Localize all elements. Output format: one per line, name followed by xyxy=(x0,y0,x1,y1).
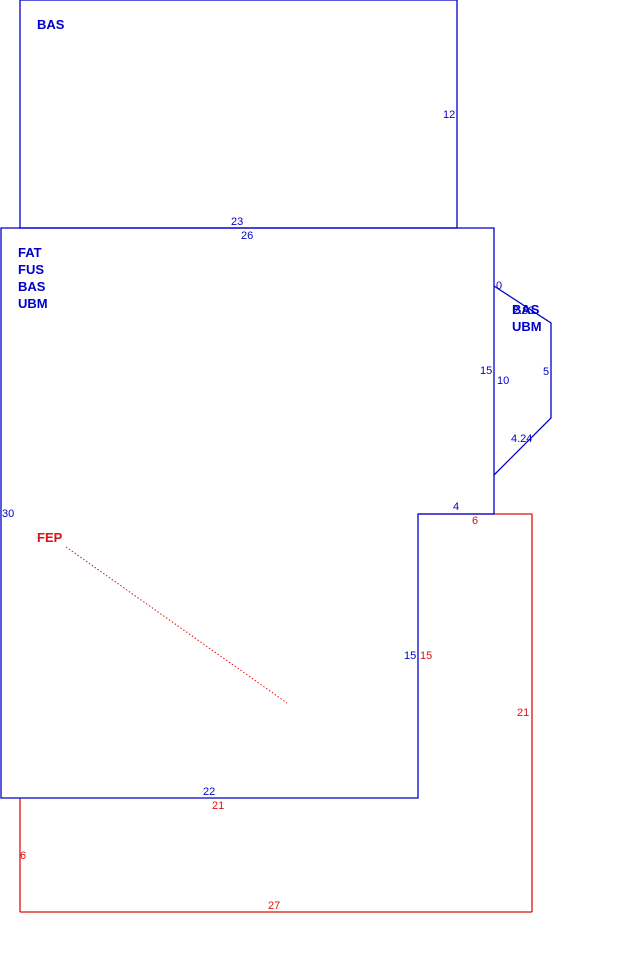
dim-bay-right: 5 xyxy=(543,366,549,378)
main-area-outline xyxy=(0,227,495,799)
bay-area-outline xyxy=(493,285,552,476)
dim-bay-zero: 0 xyxy=(496,280,502,292)
porch-diagonal-marker xyxy=(65,546,288,704)
dim-main-top: 26 xyxy=(241,230,253,242)
main-area-code-2: FUS xyxy=(18,262,44,277)
dim-upper-right: 12 xyxy=(443,109,455,121)
porch-outline xyxy=(19,513,533,913)
bay-area-code-2: UBM xyxy=(512,319,542,334)
dim-main-left: 30 xyxy=(2,508,14,520)
dim-porch-left-lower: 6 xyxy=(20,850,26,862)
dim-bay-inner: 10 xyxy=(497,375,509,387)
main-area-code-3: BAS xyxy=(18,279,46,294)
dim-step-top: 4 xyxy=(453,501,459,513)
porch-area-code: FEP xyxy=(37,530,63,545)
dim-porch-top: 6 xyxy=(472,515,478,527)
dim-main-bottom: 22 xyxy=(203,786,215,798)
main-area-code-4: UBM xyxy=(18,296,48,311)
dim-upper-bottom: 23 xyxy=(231,216,243,228)
dim-porch-bottom: 27 xyxy=(268,900,280,912)
dim-bay-bottom-diag: 4.24 xyxy=(511,433,532,445)
dim-bay-vertical-inner: 15 xyxy=(480,365,492,377)
dim-step-right: 15 xyxy=(404,650,416,662)
dim-bay-top-diag: 2.83 xyxy=(513,305,534,317)
dim-porch-left-upper: 15 xyxy=(420,650,432,662)
upper-area-outline xyxy=(19,0,458,229)
dim-porch-right: 21 xyxy=(517,707,529,719)
dim-porch-inner-bottom: 21 xyxy=(212,800,224,812)
bay-area-code-1: BAS xyxy=(512,302,540,317)
main-area-code-1: FAT xyxy=(18,245,42,260)
upper-area-code: BAS xyxy=(37,17,65,32)
